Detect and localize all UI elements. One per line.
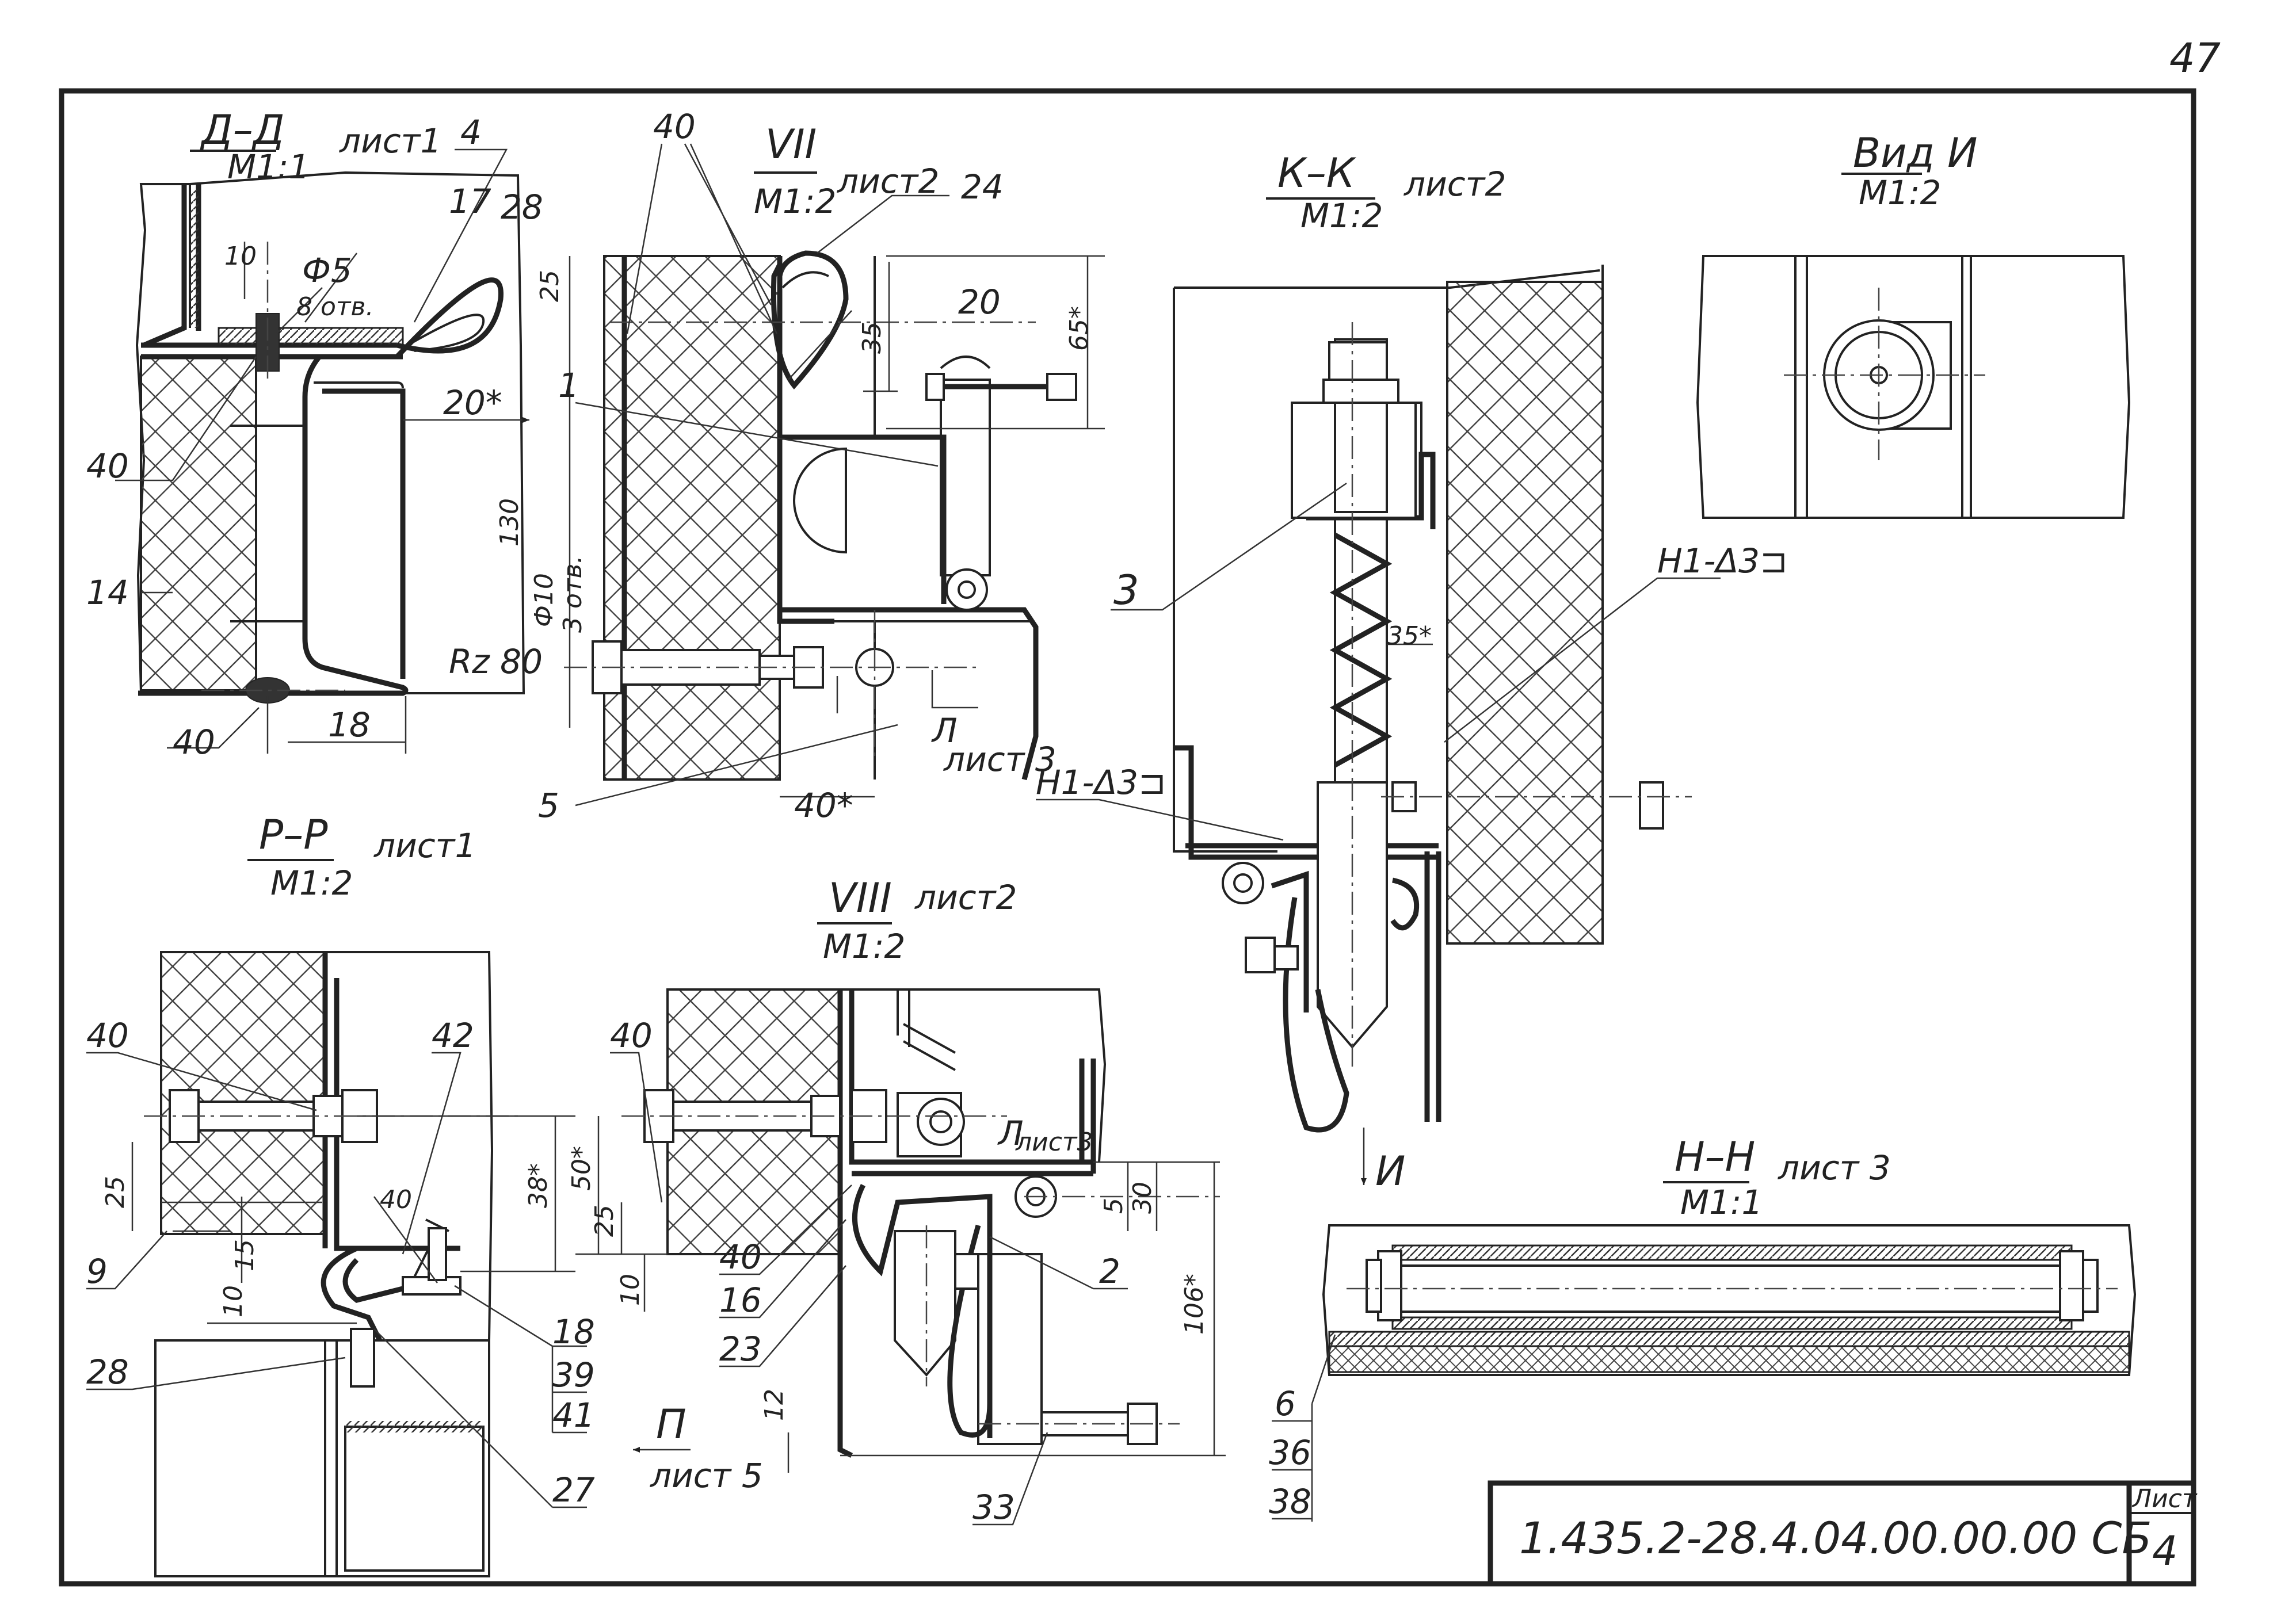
view-dd-name: Д–Д	[200, 106, 284, 154]
pp-part-39: 39	[552, 1355, 595, 1394]
viii-part-40a: 40	[610, 1016, 653, 1055]
drawing-frame	[59, 88, 2196, 1587]
view-vidi-scale: М1:2	[1859, 173, 1941, 212]
view-vid-i: Вид И М1:2	[1696, 129, 2131, 519]
pp-dim-10: 10	[219, 1285, 248, 1317]
view-kk-name: К–К	[1277, 150, 1357, 197]
kk-arrow-i: И	[1375, 1148, 1405, 1195]
view-dd: Д–Д М1:1 лист1	[86, 106, 543, 762]
viii-arrow-ref: лист3	[1015, 1128, 1093, 1157]
pp-part-27: 27	[552, 1470, 595, 1510]
kk-part-3: 3	[1113, 567, 1139, 614]
page-number: 47	[2169, 35, 2221, 82]
view-nn-name: Н–Н	[1675, 1133, 1755, 1180]
view-vidi-name: Вид И	[1853, 129, 1978, 177]
dd-part-40a: 40	[86, 446, 129, 486]
vii-arrow-l: Л	[931, 711, 958, 750]
view-vii: VII М1:2 лист2	[449, 107, 1105, 825]
viii-dim-5: 5	[1099, 1198, 1128, 1214]
dd-dim-hole: Ф5	[302, 251, 352, 290]
vii-dim-holes: 3 отв.	[558, 556, 588, 633]
pp-part-18: 18	[552, 1312, 595, 1351]
view-pp-ref: лист1	[373, 826, 476, 865]
dd-part-17: 17	[449, 182, 491, 221]
vii-dim-40: 40*	[794, 786, 853, 825]
vii-part-40: 40	[653, 107, 696, 146]
view-viii-ref: лист2	[914, 878, 1017, 917]
vii-part-5: 5	[538, 786, 559, 825]
dd-dim-18: 18	[328, 705, 371, 744]
dd-part-4: 4	[460, 113, 482, 152]
viii-part-2: 2	[1099, 1252, 1120, 1291]
viii-part-33: 33	[972, 1488, 1015, 1527]
pp-dim-38: 38*	[524, 1163, 553, 1208]
vii-rz: Rz 80	[449, 642, 543, 681]
kk-weld-1: Н1-Δ3⊐	[1657, 541, 1788, 580]
vii-dim-130: 130	[495, 498, 524, 547]
drawing-designation: 1.435.2-28.4.04.00.00.00 СБ	[1519, 1512, 2152, 1564]
view-kk-scale: М1:2	[1300, 196, 1383, 235]
dd-dim-10: 10	[224, 242, 257, 271]
view-vii-ref: лист2	[837, 162, 939, 201]
view-nn-scale: М1:1	[1680, 1183, 1763, 1222]
view-dd-ref: лист1	[339, 121, 441, 161]
nn-part-38: 38	[1269, 1482, 1311, 1521]
dd-dim-holes: 8 отв.	[296, 292, 373, 322]
vii-dim-65: 65*	[1065, 306, 1094, 351]
pp-part-28: 28	[86, 1352, 129, 1392]
viii-part-16: 16	[719, 1281, 762, 1320]
view-pp: Р–Р М1:2 лист1 25 15 10 40 38*	[86, 811, 763, 1577]
nn-part-36: 36	[1269, 1433, 1311, 1472]
title-block: 1.435.2-28.4.04.00.00.00 СБ Лист 4	[1488, 1480, 2198, 1587]
pp-dim-40: 40	[380, 1185, 412, 1214]
pp-arrow-ref: лист 5	[650, 1456, 763, 1495]
sheet-number: 4	[2152, 1527, 2178, 1575]
kk-weld-2: Н1-Δ3⊐	[1036, 763, 1166, 802]
vii-dim-25: 25	[535, 270, 565, 302]
dd-part-40b: 40	[173, 723, 215, 762]
dd-part-14: 14	[86, 573, 129, 612]
vii-dim-hole: Ф10	[529, 573, 559, 627]
viii-part-23: 23	[719, 1329, 762, 1369]
view-nn-ref: лист 3	[1778, 1148, 1891, 1187]
view-vii-name: VII	[765, 121, 817, 168]
dd-dim-20: 20*	[443, 383, 502, 422]
vii-part-20: 20	[958, 282, 1001, 322]
vii-arrow-ref: лист 3	[943, 740, 1057, 779]
view-viii-scale: М1:2	[823, 927, 905, 966]
pp-part-42: 42	[432, 1016, 474, 1055]
view-nn: Н–Н М1:1 лист 3 6 36 38	[1269, 1133, 2137, 1522]
vii-dim-35: 35	[857, 322, 887, 354]
viii-dim-30: 30	[1128, 1182, 1157, 1214]
viii-part-40b: 40	[719, 1237, 762, 1277]
view-vii-scale: М1:2	[754, 182, 836, 221]
kk-dim-35: 35*	[1387, 621, 1432, 651]
view-viii: VIII М1:2 лист2 50	[567, 874, 1226, 1527]
dd-part-28: 28	[501, 188, 543, 227]
viii-dim-25: 25	[590, 1205, 619, 1237]
viii-dim-12: 12	[760, 1389, 789, 1421]
vii-part-1: 1	[558, 366, 579, 405]
pp-arrow-p: П	[656, 1401, 686, 1448]
view-pp-name: Р–Р	[259, 811, 328, 858]
view-kk: К–К М1:2 лист2	[1036, 150, 1788, 1195]
pp-dim-25: 25	[101, 1176, 130, 1208]
sheet-label: Лист	[2131, 1484, 2198, 1514]
viii-dim-106: 106*	[1180, 1274, 1209, 1335]
pp-part-9: 9	[86, 1252, 108, 1291]
pp-dim-15: 15	[230, 1239, 260, 1271]
vii-part-24: 24	[961, 167, 1004, 207]
view-kk-ref: лист2	[1403, 165, 1506, 204]
viii-dim-10: 10	[616, 1274, 645, 1306]
view-viii-name: VIII	[829, 874, 892, 922]
pp-part-40: 40	[86, 1016, 129, 1055]
viii-dim-50: 50*	[567, 1146, 596, 1191]
view-pp-scale: М1:2	[270, 864, 353, 903]
viii-arrow-l: Л	[997, 1114, 1024, 1153]
nn-part-6: 6	[1275, 1384, 1296, 1423]
pp-part-41: 41	[552, 1396, 595, 1435]
